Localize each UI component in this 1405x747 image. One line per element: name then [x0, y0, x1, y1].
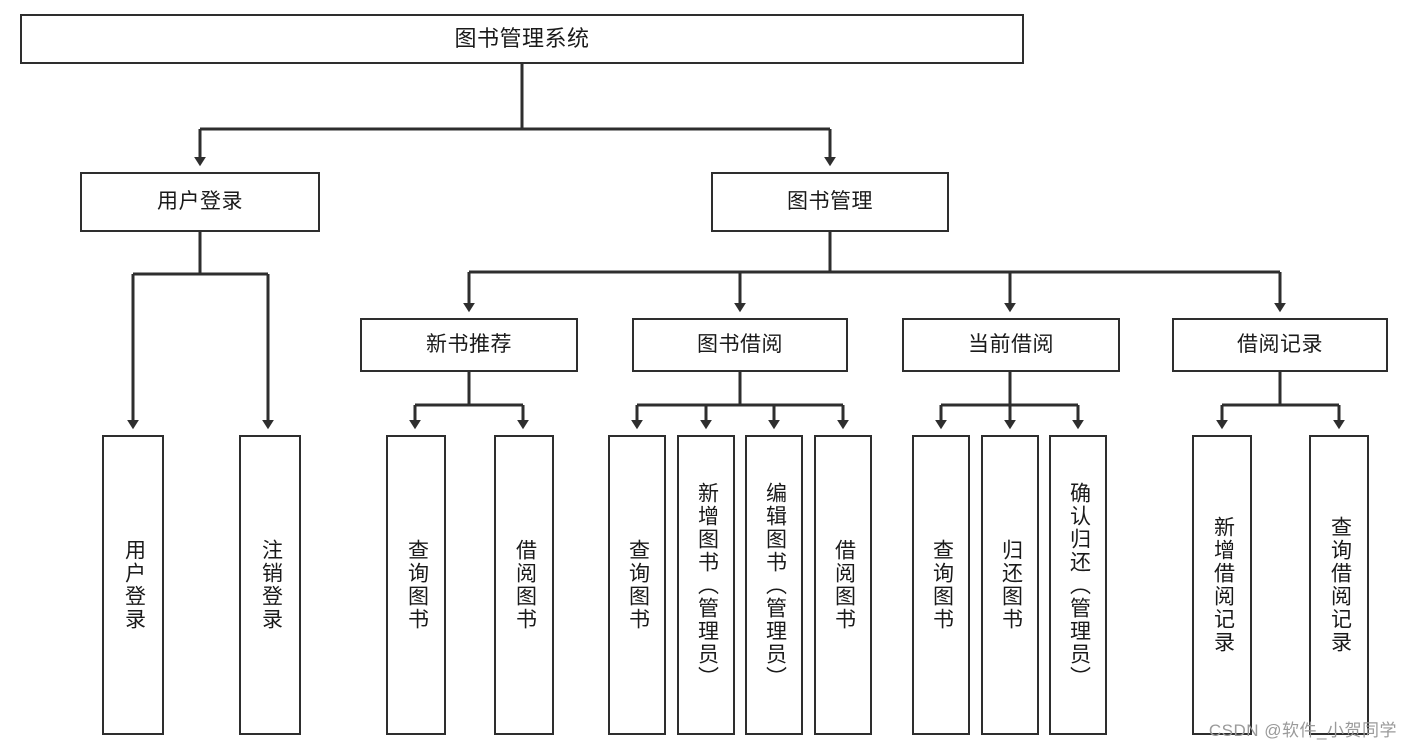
node-leaf-query-book-1-label: 查询图书 [405, 539, 429, 631]
node-leaf-return-book-label: 归还图书 [999, 539, 1023, 631]
node-book-borrow[interactable]: 图书借阅 [632, 318, 848, 372]
node-leaf-query-book-2[interactable]: 查询图书 [608, 435, 666, 735]
node-root-label: 图书管理系统 [454, 26, 590, 52]
node-leaf-borrow-book-2-label: 借阅图书 [832, 539, 856, 631]
node-leaf-confirm-return-label: 确认归还（管理员） [1067, 481, 1091, 689]
node-leaf-query-book-2-label: 查询图书 [626, 539, 650, 631]
node-leaf-query-book-3-label: 查询图书 [930, 539, 954, 631]
node-leaf-user-login[interactable]: 用户登录 [102, 435, 164, 735]
node-leaf-borrow-book-2[interactable]: 借阅图书 [814, 435, 872, 735]
node-current-borrow-label: 当前借阅 [968, 332, 1054, 356]
node-new-book-recommend-label: 新书推荐 [426, 332, 512, 356]
node-user-login-label: 用户登录 [157, 189, 243, 213]
node-leaf-add-book-label: 新增图书（管理员） [695, 481, 719, 689]
node-leaf-add-book[interactable]: 新增图书（管理员） [677, 435, 735, 735]
node-leaf-query-record[interactable]: 查询借阅记录 [1309, 435, 1369, 735]
node-current-borrow[interactable]: 当前借阅 [902, 318, 1120, 372]
node-leaf-query-book-1[interactable]: 查询图书 [386, 435, 446, 735]
node-book-borrow-label: 图书借阅 [697, 332, 783, 356]
node-leaf-return-book[interactable]: 归还图书 [981, 435, 1039, 735]
node-leaf-borrow-book-1-label: 借阅图书 [513, 539, 537, 631]
node-leaf-user-logout[interactable]: 注销登录 [239, 435, 301, 735]
node-new-book-recommend[interactable]: 新书推荐 [360, 318, 578, 372]
node-root[interactable]: 图书管理系统 [20, 14, 1024, 64]
node-leaf-edit-book-label: 编辑图书（管理员） [763, 481, 787, 689]
node-leaf-borrow-book-1[interactable]: 借阅图书 [494, 435, 554, 735]
node-leaf-user-login-label: 用户登录 [122, 539, 146, 631]
node-user-login[interactable]: 用户登录 [80, 172, 320, 232]
node-leaf-confirm-return[interactable]: 确认归还（管理员） [1049, 435, 1107, 735]
csdn-watermark: CSDN @软件_小贺同学 [1208, 721, 1397, 740]
node-leaf-user-logout-label: 注销登录 [259, 539, 283, 631]
node-book-manage[interactable]: 图书管理 [711, 172, 949, 232]
node-book-manage-label: 图书管理 [787, 189, 873, 213]
node-leaf-add-record[interactable]: 新增借阅记录 [1192, 435, 1252, 735]
node-leaf-add-record-label: 新增借阅记录 [1211, 516, 1235, 654]
node-leaf-query-book-3[interactable]: 查询图书 [912, 435, 970, 735]
node-leaf-edit-book[interactable]: 编辑图书（管理员） [745, 435, 803, 735]
node-borrow-record-label: 借阅记录 [1237, 332, 1323, 356]
node-leaf-query-record-label: 查询借阅记录 [1328, 516, 1352, 654]
node-borrow-record[interactable]: 借阅记录 [1172, 318, 1388, 372]
